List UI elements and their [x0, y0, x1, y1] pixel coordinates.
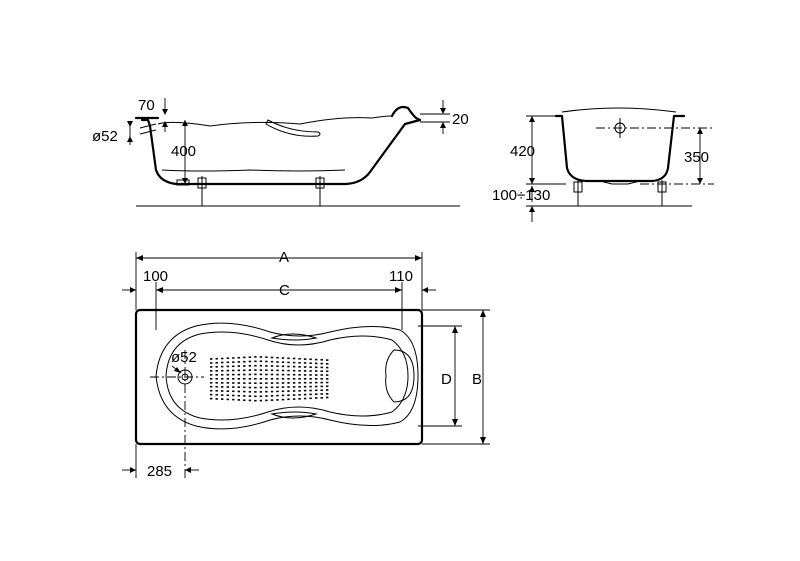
label-inner-length: C — [279, 282, 290, 299]
label-left-offset: 100 — [143, 268, 168, 285]
plan-handle-top — [270, 333, 318, 341]
plan-view: A C 100 110 D B ø52 — [122, 249, 490, 480]
label-depth: 400 — [171, 143, 196, 160]
side-feet — [176, 176, 325, 206]
label-plan-drain-diameter: ø52 — [171, 349, 197, 366]
label-overall-length: A — [279, 249, 289, 266]
label-total-height: 420 — [510, 143, 535, 160]
side-inner-floor — [161, 169, 346, 172]
side-inner-contour — [157, 115, 393, 127]
end-view: 420 350 100÷130 — [492, 107, 714, 222]
plan-outer-rim — [134, 308, 424, 446]
side-right-rim — [390, 105, 422, 122]
end-rim-top — [561, 107, 677, 113]
end-feet — [573, 180, 667, 206]
side-handle — [265, 119, 321, 137]
label-rim-height: 70 — [138, 97, 155, 114]
plan-inner-contour — [165, 331, 409, 421]
plan-anti-slip-pattern — [210, 356, 329, 402]
plan-handle-bottom — [270, 411, 318, 419]
side-view: 70 ø52 400 20 — [92, 97, 469, 207]
label-inner-height: 350 — [684, 149, 709, 166]
label-drain-offset: 285 — [147, 463, 172, 480]
label-side-drain-diameter: ø52 — [92, 128, 118, 145]
plan-inner-basin — [155, 322, 419, 430]
label-overall-width: B — [472, 371, 482, 388]
end-base — [599, 180, 641, 185]
label-right-offset: 110 — [389, 268, 413, 285]
plan-headrest — [385, 349, 415, 403]
label-headrest-rise: 20 — [452, 111, 469, 128]
label-leg-range: 100÷130 — [492, 187, 550, 204]
label-inner-width: D — [441, 371, 452, 388]
side-drain-pipe — [139, 123, 157, 135]
side-tub-outline — [140, 118, 422, 186]
end-tub-outline — [554, 114, 686, 183]
